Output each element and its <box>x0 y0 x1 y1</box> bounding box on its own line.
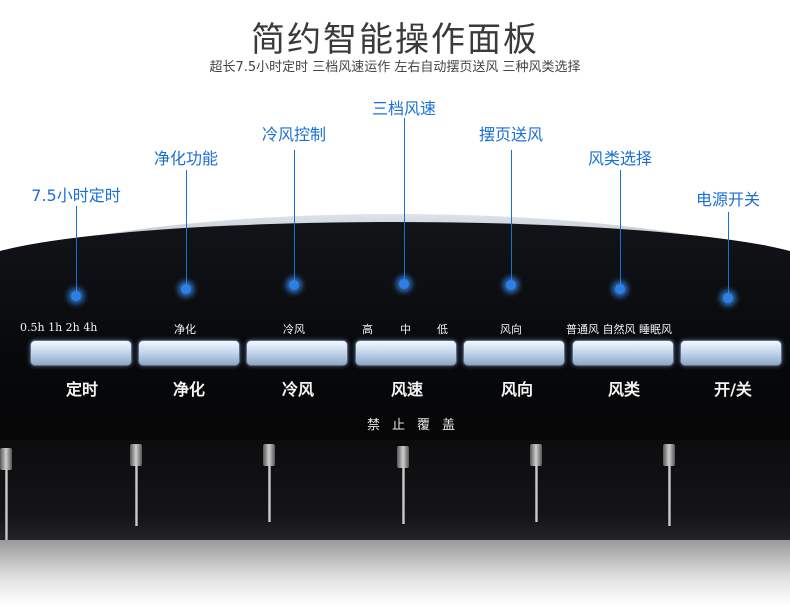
timer-options-label: 0.5h 1h 2h 4h <box>20 321 98 334</box>
louvre-rod <box>402 468 405 524</box>
indicator-light-speed <box>399 279 409 289</box>
do-not-cover-warning: 禁止覆盖 <box>367 418 468 433</box>
callout-cool: 冷风控制 <box>261 125 327 144</box>
mode-button[interactable] <box>572 340 674 366</box>
callout-mode: 风类选择 <box>587 149 653 168</box>
mode-options-label: 普通风 自然风 睡眠风 <box>566 323 672 336</box>
callout-power: 电源开关 <box>695 190 761 209</box>
indicator-light-swing <box>506 280 516 290</box>
hinge-joint <box>397 446 409 468</box>
mode-button-label: 风类 <box>607 380 641 399</box>
purify-option-label: 净化 <box>174 323 196 336</box>
cool-button-label: 冷风 <box>281 380 315 399</box>
cool-button[interactable] <box>246 340 348 366</box>
callout-timer: 7.5小时定时 <box>31 186 121 205</box>
indicator-light-mode <box>615 284 625 294</box>
indicator-light-purify <box>181 284 191 294</box>
speed-low-label: 低 <box>437 323 448 336</box>
indicator-light-cool <box>289 280 299 290</box>
hinge-joint <box>263 444 275 466</box>
swing-option-label: 风向 <box>500 323 522 336</box>
speed-high-label: 高 <box>362 323 373 336</box>
indicator-light-power <box>723 293 733 303</box>
page-title: 简约智能操作面板 <box>251 20 539 60</box>
callout-speed: 三档风速 <box>371 99 437 118</box>
leader-line-cool <box>294 150 295 284</box>
hinge-joint <box>130 444 142 466</box>
timer-button-label: 定时 <box>65 380 99 399</box>
speed-mid-label: 中 <box>400 323 411 336</box>
callout-swing: 摆页送风 <box>478 125 544 144</box>
cool-option-label: 冷风 <box>283 323 305 336</box>
louvre-rod <box>668 466 671 526</box>
control-panel <box>0 222 790 452</box>
leader-line-power <box>728 212 729 296</box>
page-subtitle: 超长7.5小时定时 三档风速运作 左右自动摆页送风 三种风类选择 <box>209 60 581 75</box>
speed-button-label: 风速 <box>390 380 424 399</box>
power-button[interactable] <box>680 340 782 366</box>
callout-purify: 净化功能 <box>153 149 219 168</box>
hinge-joint <box>0 448 12 470</box>
hinge-joint <box>530 444 542 466</box>
indicator-light-timer <box>71 291 81 301</box>
timer-button[interactable] <box>30 340 132 366</box>
leader-line-swing <box>511 150 512 284</box>
leader-line-purify <box>186 170 187 288</box>
leader-line-mode <box>620 170 621 288</box>
louvre-rod <box>535 466 538 522</box>
hinge-joint <box>663 444 675 466</box>
floor-reflection <box>0 540 790 606</box>
louvre-rod <box>268 466 271 522</box>
swing-button-label: 风向 <box>500 380 534 399</box>
leader-line-speed <box>404 118 405 283</box>
purify-button-label: 净化 <box>172 380 206 399</box>
louvre-rod <box>5 470 8 540</box>
speed-button[interactable] <box>355 340 457 366</box>
leader-line-timer <box>76 206 77 294</box>
louvre-rod <box>135 466 138 526</box>
swing-button[interactable] <box>463 340 565 366</box>
purify-button[interactable] <box>138 340 240 366</box>
power-button-label: 开/关 <box>714 380 752 399</box>
